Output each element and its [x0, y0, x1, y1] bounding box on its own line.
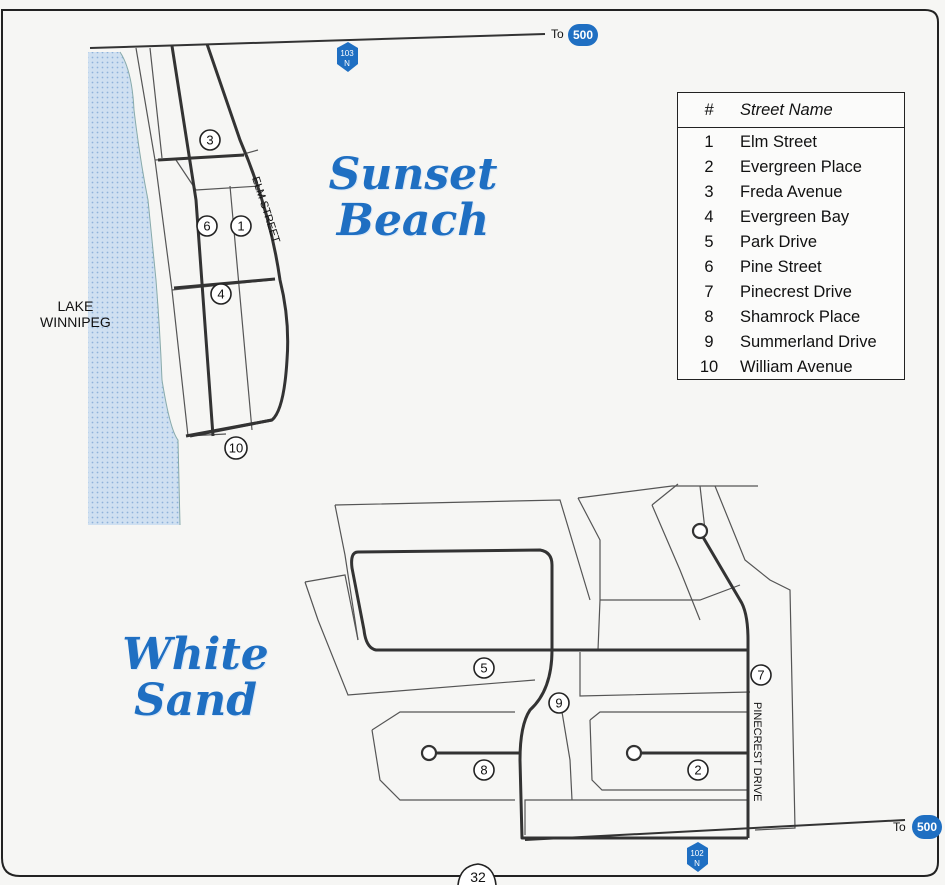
legend-row: 10 William Avenue	[678, 355, 904, 380]
shoreline	[119, 51, 181, 526]
white-sand-title: White Sand	[108, 629, 283, 727]
legend-row: 3 Freda Avenue	[678, 180, 904, 205]
pinecrest-drive	[698, 531, 750, 838]
marker-1-text: 1	[237, 219, 244, 234]
marker-3: 3	[199, 129, 221, 151]
park-drive	[350, 548, 554, 652]
marker-9-text: 9	[555, 696, 562, 711]
marker-9: 9	[548, 692, 570, 714]
legend-header-name: Street Name	[740, 100, 833, 119]
legend-name: Evergreen Place	[740, 158, 862, 176]
legend-name: Elm Street	[740, 133, 818, 151]
legend-num: 2	[704, 158, 714, 176]
legend-name: Pine Street	[740, 258, 822, 276]
lake-label-line1: LAKE	[57, 298, 94, 314]
legend-num: 9	[704, 333, 714, 351]
legend-header: # Street Name	[678, 93, 904, 128]
lake-label: LAKE WINNIPEG	[40, 298, 111, 330]
lake-label-line2: WINNIPEG	[40, 314, 111, 330]
legend-name: Evergreen Bay	[740, 208, 850, 226]
legend-row: 2 Evergreen Place	[678, 155, 904, 180]
legend-row: 6 Pine Street	[678, 255, 904, 280]
marker-7: 7	[750, 664, 772, 686]
marker-8-text: 8	[480, 763, 487, 778]
white-sand-lots	[304, 483, 796, 835]
william-avenue	[185, 418, 273, 438]
legend-num: 10	[699, 358, 719, 376]
hwy-102-num: 102	[690, 849, 704, 858]
pine-street	[170, 45, 215, 437]
legend-num: 1	[704, 133, 714, 151]
legend-name: Park Drive	[740, 233, 818, 251]
pinecrest-drive-label: PINECREST DRIVE	[751, 702, 763, 801]
summerland-drive	[518, 649, 748, 840]
sunset-beach-title: Sunset Beach	[318, 149, 508, 247]
marker-6-text: 6	[203, 219, 210, 234]
marker-10-text: 10	[229, 441, 243, 456]
legend-row: 4 Evergreen Bay	[678, 205, 904, 230]
hwy-500-shield-north: 500	[568, 24, 598, 46]
hwy-103-shield: 103 N	[337, 42, 358, 72]
legend-header-num: #	[704, 100, 714, 119]
legend-num: 8	[704, 308, 714, 326]
sunset-beach-line1: Sunset	[328, 149, 498, 200]
marker-3-text: 3	[206, 133, 213, 148]
sunset-beach-line2: Beach	[336, 195, 490, 247]
marker-10: 10	[224, 436, 248, 460]
marker-1: 1	[230, 215, 252, 237]
elm-street-label: ELM STREET	[249, 175, 282, 245]
marker-4: 4	[210, 283, 232, 305]
hwy-102-shield: 102 N	[687, 842, 708, 872]
street-legend: # Street Name 1 Elm Street 2 Evergreen Pla…	[677, 92, 905, 380]
page-number: 32	[457, 863, 497, 885]
legend-row: 9 Summerland Drive	[678, 330, 904, 355]
hwy-road-south	[524, 819, 906, 841]
marker-5: 5	[473, 657, 495, 679]
marker-2-text: 2	[694, 763, 701, 778]
page-number-text: 32	[470, 869, 486, 885]
hwy-500-shield-south: 500	[912, 815, 942, 839]
legend-name: Summerland Drive	[740, 333, 877, 351]
legend-name: Pinecrest Drive	[740, 283, 852, 301]
hwy-road-north	[89, 33, 546, 49]
evergreen-cul-de-sac	[625, 744, 643, 762]
freda-avenue	[157, 153, 245, 162]
page-frame	[1, 9, 939, 877]
legend-num: 3	[704, 183, 714, 201]
pinecrest-cul-de-sac	[691, 522, 709, 540]
white-sand-line1: White	[122, 629, 269, 680]
legend-row: 1 Elm Street	[678, 130, 904, 155]
legend-num: 5	[704, 233, 714, 251]
legend-row: 7 Pinecrest Drive	[678, 280, 904, 305]
marker-4-text: 4	[217, 287, 224, 302]
legend-row: 8 Shamrock Place	[678, 305, 904, 330]
lake-winnipeg	[88, 52, 180, 525]
elm-street	[189, 43, 290, 438]
hwy-102-dir: N	[694, 859, 700, 868]
legend-num: 7	[704, 283, 714, 301]
hwy-500-south-text: 500	[917, 820, 937, 834]
marker-5-text: 5	[480, 661, 487, 676]
legend-row: 5 Park Drive	[678, 230, 904, 255]
hwy-103-dir: N	[344, 59, 350, 68]
legend-num: 6	[704, 258, 714, 276]
evergreen-bay	[173, 277, 276, 290]
white-sand-line2: Sand	[133, 675, 258, 727]
legend-name: William Avenue	[740, 358, 853, 376]
to-label-south: To	[893, 820, 906, 834]
shamrock-cul-de-sac	[420, 744, 438, 762]
marker-7-text: 7	[757, 668, 764, 683]
marker-6: 6	[196, 215, 218, 237]
legend-num: 4	[704, 208, 714, 226]
hwy-103-num: 103	[340, 49, 354, 58]
legend-name: Shamrock Place	[740, 308, 861, 326]
to-label-north: To	[551, 27, 564, 41]
marker-2: 2	[687, 759, 709, 781]
marker-8: 8	[473, 759, 495, 781]
legend-name: Freda Avenue	[740, 183, 843, 201]
hwy-500-north-text: 500	[573, 28, 593, 42]
